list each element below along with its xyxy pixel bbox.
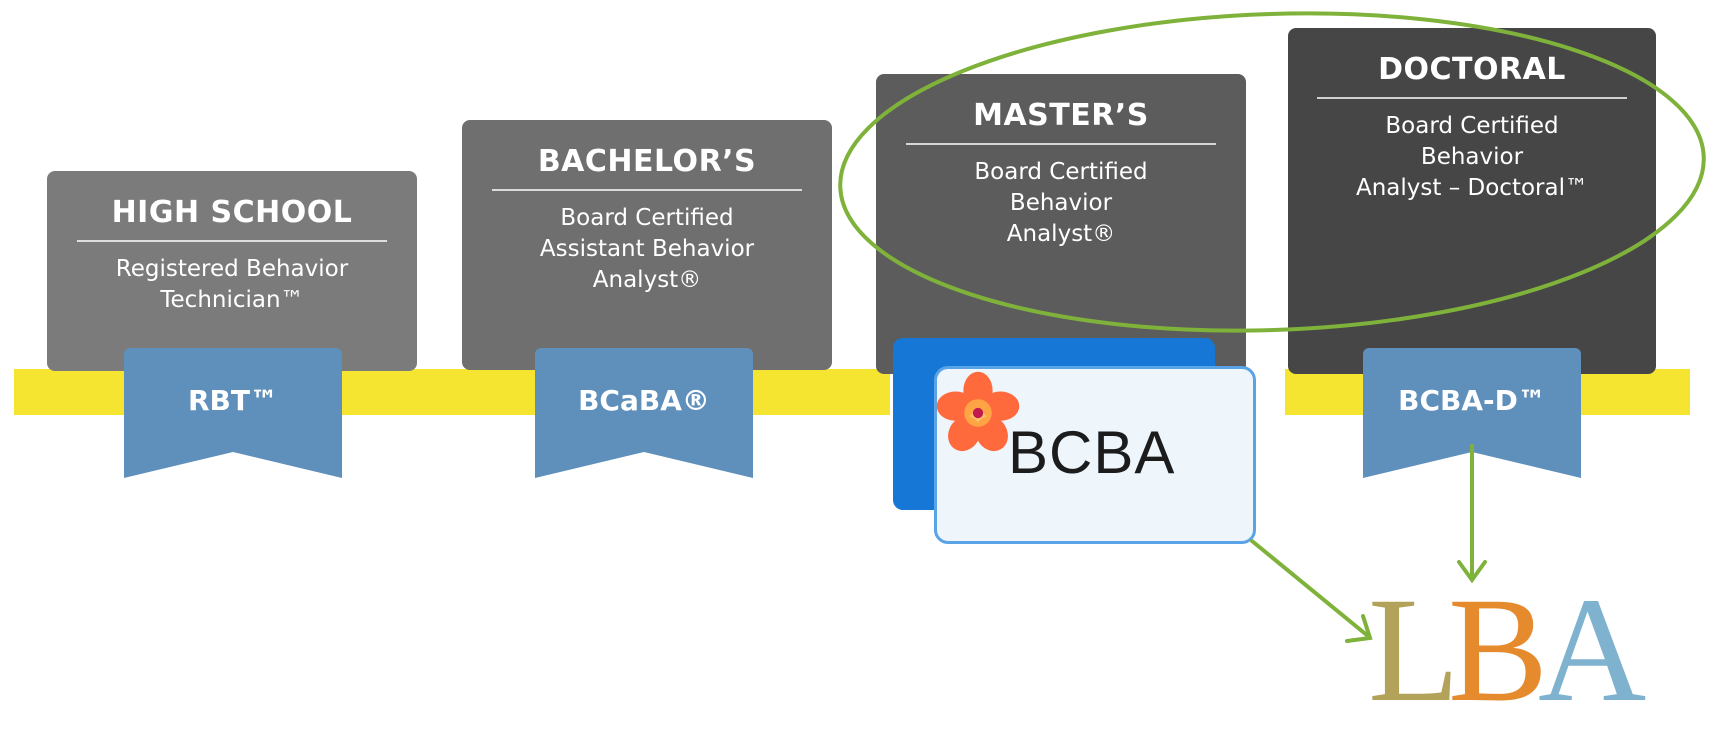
card-subtitle-line: Behavior: [1009, 190, 1113, 216]
card-subtitle-line: Board Certified: [974, 159, 1148, 185]
card-subtitle: Registered Behavior Technician™: [47, 254, 417, 316]
card-bachelors: BACHELOR’S Board Certified Assistant Beh…: [462, 120, 832, 370]
card-doctoral: DOCTORAL Board Certified Behavior Analys…: [1288, 28, 1656, 374]
card-subtitle-line: Technician™: [160, 287, 304, 313]
card-title: HIGH SCHOOL: [76, 195, 388, 242]
card-title: DOCTORAL: [1317, 52, 1627, 99]
ribbon-bcaba: BCaBA®: [535, 348, 753, 478]
card-subtitle-line: Analyst – Doctoral™: [1356, 175, 1588, 201]
card-subtitle: Board Certified Behavior Analyst®: [876, 157, 1246, 250]
card-high-school: HIGH SCHOOL Registered Behavior Technici…: [47, 171, 417, 371]
lba-logo-letter: A: [1538, 567, 1647, 733]
card-subtitle-line: Board Certified: [560, 205, 734, 231]
arrow-bcbad-to-lba: [1457, 444, 1487, 584]
card-subtitle: Board Certified Behavior Analyst – Docto…: [1288, 111, 1656, 204]
lba-logo-letter: L: [1368, 567, 1460, 733]
bcba-logo-text: BCBA: [1008, 419, 1176, 486]
arrow-bcba-to-lba: [1250, 539, 1373, 643]
lba-logo-letter: B: [1448, 567, 1549, 733]
card-subtitle-line: Board Certified: [1385, 113, 1559, 139]
card-subtitle-line: Behavior: [1420, 144, 1524, 170]
card-subtitle: Board Certified Assistant Behavior Analy…: [462, 203, 832, 296]
card-title: MASTER’S: [905, 98, 1217, 145]
card-subtitle-line: Analyst®: [592, 267, 702, 293]
ribbon-bcba-d: BCBA-D™: [1363, 348, 1581, 478]
card-subtitle-line: Analyst®: [1006, 221, 1116, 247]
card-masters: MASTER’S Board Certified Behavior Analys…: [876, 74, 1246, 374]
card-subtitle-line: Registered Behavior: [115, 256, 349, 282]
hibiscus-icon: [936, 371, 1020, 452]
ribbon-rbt: RBT™: [124, 348, 342, 478]
lba-logo: L B A: [1368, 567, 1668, 733]
card-subtitle-line: Assistant Behavior: [539, 236, 755, 262]
card-title: BACHELOR’S: [491, 144, 803, 191]
